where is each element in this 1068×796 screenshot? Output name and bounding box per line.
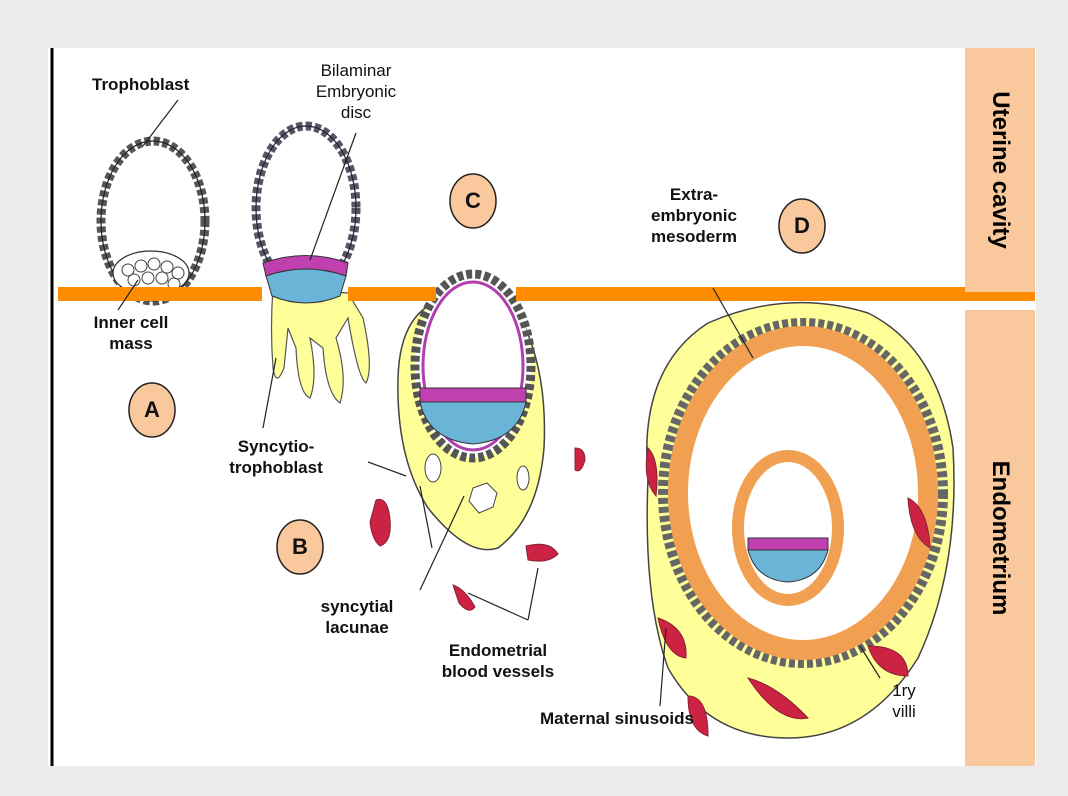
- stage-b-label: B: [290, 536, 310, 557]
- vessels-line-1: Endometrial: [428, 640, 568, 661]
- lacunae-line-1: syncytial: [302, 596, 412, 617]
- uterine-cavity-label: Uterine cavity: [986, 91, 1014, 248]
- endometrium-label: Endometrium: [986, 461, 1014, 616]
- bilaminar-line-1: Bilaminar: [304, 60, 408, 81]
- bilaminar-disc-label: Bilaminar Embryonic disc: [304, 60, 408, 123]
- stage-a-label: A: [142, 399, 162, 420]
- syncytio-line-1: Syncytio-: [208, 436, 344, 457]
- lacunae-line-2: lacunae: [302, 617, 412, 638]
- mesoderm-line-2: embryonic: [628, 205, 760, 226]
- primary-villi-label: 1ry villi: [876, 680, 932, 722]
- vessels-line-2: blood vessels: [428, 661, 568, 682]
- inner-cell-mass-line-2: mass: [76, 333, 186, 354]
- extra-embryonic-mesoderm-label: Extra- embryonic mesoderm: [628, 184, 760, 247]
- endometrial-vessels-label: Endometrial blood vessels: [428, 640, 568, 682]
- uterine-surface-line: [58, 287, 1035, 301]
- mesoderm-line-1: Extra-: [628, 184, 760, 205]
- villi-line-1: 1ry: [876, 680, 932, 701]
- endometrium-panel: Endometrium: [965, 310, 1035, 766]
- stage-c-label: C: [463, 190, 483, 211]
- bilaminar-line-2: Embryonic: [304, 81, 408, 102]
- syncytio-line-2: trophoblast: [208, 457, 344, 478]
- syncytiotrophoblast-label: Syncytio- trophoblast: [208, 436, 344, 478]
- inner-cell-mass-line-1: Inner cell: [76, 312, 186, 333]
- bilaminar-line-3: disc: [304, 102, 408, 123]
- maternal-sinusoids-label: Maternal sinusoids: [540, 708, 694, 729]
- uterine-cavity-panel: Uterine cavity: [965, 48, 1035, 292]
- syncytial-lacunae-label: syncytial lacunae: [302, 596, 412, 638]
- villi-line-2: villi: [876, 701, 932, 722]
- mesoderm-line-3: mesoderm: [628, 226, 760, 247]
- diagram-slide: Uterine cavity Endometrium A B C D Troph…: [48, 48, 1036, 766]
- inner-cell-mass-label: Inner cell mass: [76, 312, 186, 354]
- stage-d-label: D: [792, 215, 812, 236]
- trophoblast-label: Trophoblast: [92, 74, 189, 95]
